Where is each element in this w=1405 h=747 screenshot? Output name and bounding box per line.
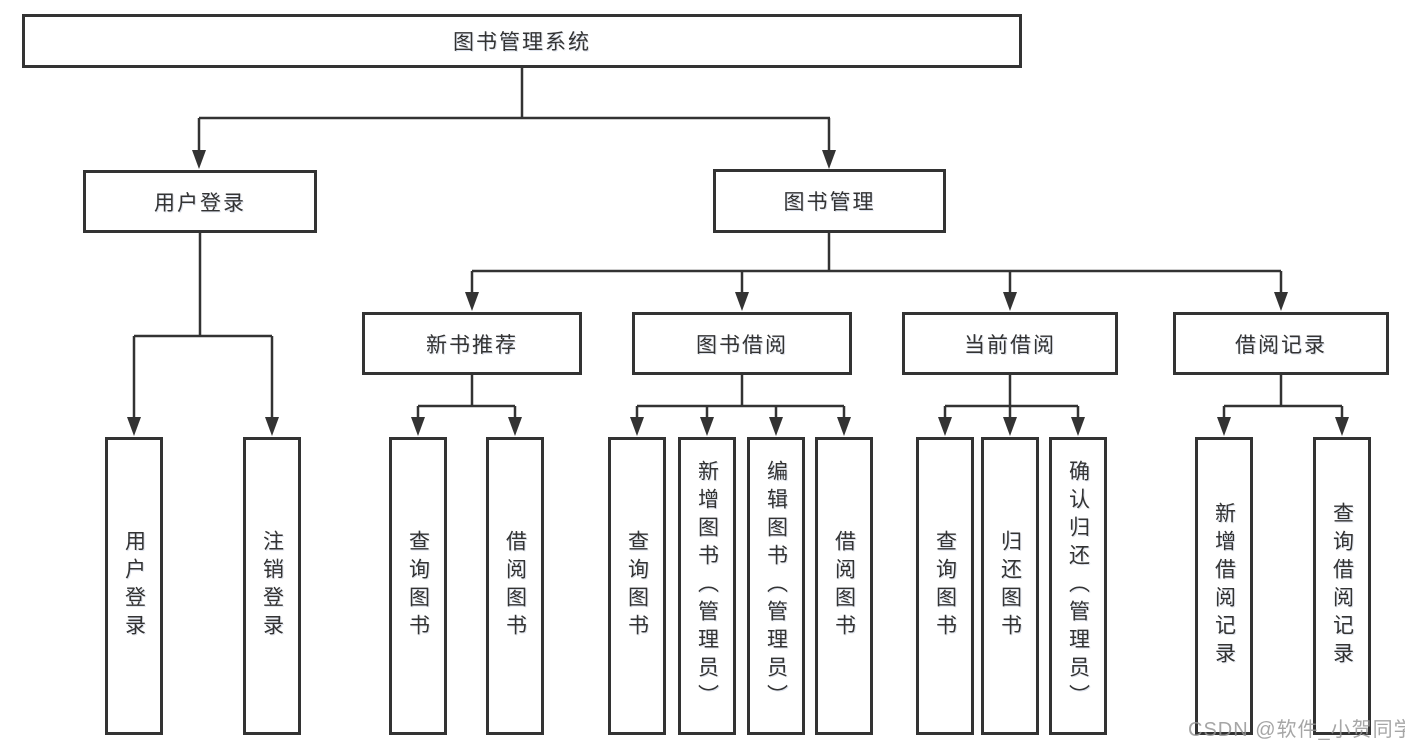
leaf-logout-label: 注销登录 [260, 530, 284, 642]
leaf-add-borrow-record: 新增借阅记录 [1195, 437, 1253, 735]
leaf-add-book-admin: 新增图书（管理员） [678, 437, 736, 735]
node-root-system: 图书管理系统 [22, 14, 1022, 68]
leaf-confirm-return-admin-label: 确认归还（管理员） [1066, 460, 1090, 712]
leaf-confirm-return-admin: 确认归还（管理员） [1049, 437, 1107, 735]
leaf-borrow-book-newbook: 借阅图书 [486, 437, 544, 735]
leaf-query-borrow-record-label: 查询借阅记录 [1330, 502, 1354, 670]
leaf-borrow-book: 借阅图书 [815, 437, 873, 735]
node-book-borrow: 图书借阅 [632, 312, 852, 375]
leaf-logout: 注销登录 [243, 437, 301, 735]
leaf-edit-book-admin-label: 编辑图书（管理员） [764, 460, 788, 712]
node-borrow-record: 借阅记录 [1173, 312, 1389, 375]
node-book-management: 图书管理 [713, 169, 946, 233]
node-user-login: 用户登录 [83, 170, 317, 233]
leaf-query-book-newbook: 查询图书 [389, 437, 447, 735]
leaf-add-borrow-record-label: 新增借阅记录 [1212, 502, 1236, 670]
csdn-watermark: CSDN @软件_小贺同学 [1188, 719, 1405, 741]
leaf-borrow-book-newbook-label: 借阅图书 [503, 530, 527, 642]
leaf-user-login: 用户登录 [105, 437, 163, 735]
node-current-borrow: 当前借阅 [902, 312, 1118, 375]
leaf-borrow-book-label: 借阅图书 [832, 530, 856, 642]
leaf-query-borrow-record: 查询借阅记录 [1313, 437, 1371, 735]
leaf-query-book-borrow: 查询图书 [608, 437, 666, 735]
node-new-book-recommend: 新书推荐 [362, 312, 582, 375]
leaf-return-book-label: 归还图书 [998, 530, 1022, 642]
leaf-return-book: 归还图书 [981, 437, 1039, 735]
leaf-add-book-admin-label: 新增图书（管理员） [695, 460, 719, 712]
leaf-query-book-current-label: 查询图书 [933, 530, 957, 642]
leaf-query-book-current: 查询图书 [916, 437, 974, 735]
leaf-edit-book-admin: 编辑图书（管理员） [747, 437, 805, 735]
leaf-query-book-newbook-label: 查询图书 [406, 530, 430, 642]
leaf-query-book-borrow-label: 查询图书 [625, 530, 649, 642]
leaf-user-login-label: 用户登录 [122, 530, 146, 642]
